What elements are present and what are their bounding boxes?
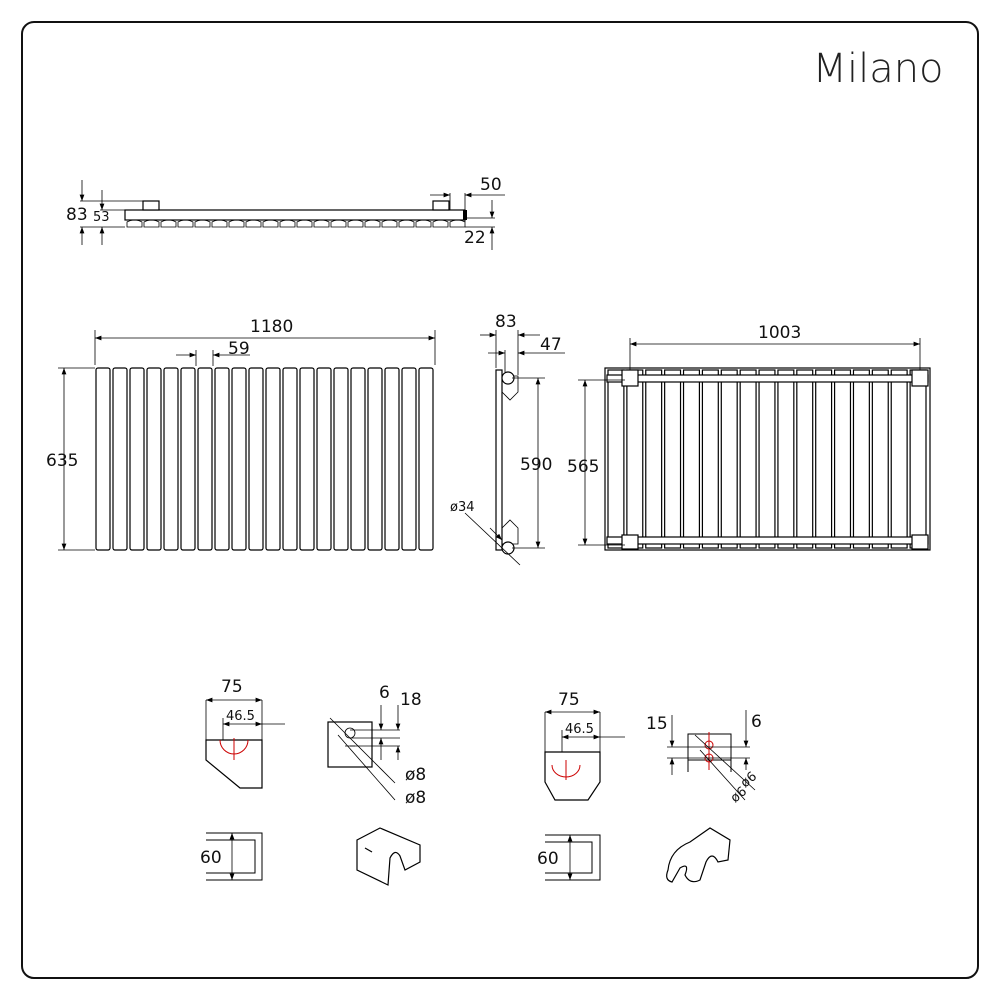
back-bracket-top-left bbox=[621, 369, 639, 387]
front-tube bbox=[129, 367, 145, 551]
dim-a-6: 6 bbox=[379, 683, 390, 703]
back-bracket-top-right bbox=[911, 369, 929, 387]
dim-a-60: 60 bbox=[200, 848, 222, 868]
dim-a-hole-1: ø8 bbox=[405, 765, 426, 785]
top-fin bbox=[398, 219, 415, 228]
back-tube bbox=[796, 369, 814, 549]
back-tube bbox=[833, 369, 852, 549]
front-tube bbox=[316, 367, 332, 551]
back-tube bbox=[815, 369, 833, 549]
back-tube bbox=[909, 369, 927, 549]
front-tube bbox=[112, 367, 128, 551]
dim-b-15: 15 bbox=[646, 714, 668, 734]
top-fin bbox=[313, 219, 330, 228]
back-tube bbox=[890, 369, 908, 549]
back-tube bbox=[739, 369, 757, 549]
back-tube bbox=[645, 369, 663, 549]
side-view: 83 47 590 ø34 bbox=[450, 312, 565, 566]
top-fin bbox=[194, 219, 211, 228]
dim-b-75: 75 bbox=[558, 690, 580, 710]
front-tube bbox=[231, 367, 247, 551]
front-tube bbox=[146, 367, 162, 551]
top-fin bbox=[415, 219, 432, 228]
back-tube bbox=[664, 369, 682, 549]
dim-side-47: 47 bbox=[540, 335, 562, 355]
dim-b-60: 60 bbox=[537, 849, 559, 869]
dim-b-6: 6 bbox=[751, 712, 762, 732]
back-bracket-bottom-left bbox=[621, 534, 639, 550]
top-fin bbox=[228, 219, 245, 228]
top-fin bbox=[432, 219, 449, 228]
top-fin bbox=[330, 219, 347, 228]
dim-side-83: 83 bbox=[495, 312, 517, 332]
top-fin bbox=[364, 219, 381, 228]
front-tube bbox=[367, 367, 383, 551]
bracket-b-hook-icon bbox=[666, 827, 731, 883]
dim-front-59: 59 bbox=[228, 339, 250, 359]
back-tube bbox=[852, 369, 870, 549]
top-panel-bar bbox=[124, 209, 466, 221]
dim-back-1003: 1003 bbox=[758, 323, 801, 343]
bracket-a-3d-icon bbox=[356, 827, 421, 886]
top-fin bbox=[177, 219, 194, 228]
back-tube bbox=[682, 369, 701, 549]
top-fin bbox=[279, 219, 296, 228]
front-tube bbox=[265, 367, 281, 551]
back-view: 1003 565 bbox=[567, 323, 931, 551]
dim-a-18: 18 bbox=[400, 690, 422, 710]
front-tube bbox=[418, 367, 434, 551]
dim-side-pipe-diameter: ø34 bbox=[450, 500, 475, 515]
top-fin bbox=[381, 219, 398, 228]
top-fin bbox=[160, 219, 177, 228]
dim-top-53: 53 bbox=[93, 210, 110, 225]
top-fin bbox=[347, 219, 364, 228]
front-tube bbox=[163, 367, 179, 551]
brand-title: Milano bbox=[812, 46, 943, 92]
back-tube bbox=[720, 369, 738, 549]
front-view: 1180 59 635 bbox=[46, 317, 436, 551]
front-tube bbox=[333, 367, 349, 551]
top-bracket-right bbox=[432, 200, 450, 211]
front-tube bbox=[95, 367, 111, 551]
top-fin bbox=[245, 219, 262, 228]
back-tube bbox=[701, 369, 719, 549]
back-tube bbox=[607, 369, 625, 549]
dim-top-22: 22 bbox=[464, 228, 486, 248]
top-fin bbox=[211, 219, 228, 228]
front-tube bbox=[384, 367, 400, 551]
bracket-a: 75 46.5 6 18 ø8 ø8 60 bbox=[200, 677, 426, 886]
top-view: 83 53 50 22 bbox=[66, 175, 505, 250]
front-tube bbox=[401, 367, 417, 551]
top-fin bbox=[143, 219, 160, 228]
dim-back-565: 565 bbox=[567, 457, 599, 477]
dim-front-635: 635 bbox=[46, 451, 78, 471]
dim-a-46-5: 46.5 bbox=[226, 709, 255, 724]
top-fin bbox=[126, 219, 143, 228]
back-bracket-bottom-right bbox=[911, 534, 929, 550]
front-tubes bbox=[95, 367, 434, 551]
dim-side-590: 590 bbox=[520, 455, 552, 475]
front-tube bbox=[180, 367, 196, 551]
top-fin bbox=[262, 219, 279, 228]
front-tube bbox=[248, 367, 264, 551]
front-tube bbox=[299, 367, 315, 551]
front-tube bbox=[214, 367, 230, 551]
back-tube bbox=[626, 369, 644, 549]
back-tube bbox=[871, 369, 889, 549]
dim-a-hole-2: ø8 bbox=[405, 788, 426, 808]
dim-front-1180: 1180 bbox=[250, 317, 293, 337]
front-tube bbox=[282, 367, 298, 551]
dim-top-50: 50 bbox=[480, 175, 502, 195]
back-tube bbox=[777, 369, 795, 549]
top-bracket-left bbox=[142, 200, 160, 211]
front-tube bbox=[350, 367, 366, 551]
dim-a-75: 75 bbox=[221, 677, 243, 697]
back-tubes bbox=[607, 369, 927, 549]
bracket-b: 75 46.5 15 6 ø6 ø6 60 bbox=[537, 690, 762, 883]
top-fin bbox=[296, 219, 313, 228]
dim-b-46-5: 46.5 bbox=[565, 722, 594, 737]
dim-top-83: 83 bbox=[66, 205, 88, 225]
back-tube bbox=[758, 369, 776, 549]
front-tube bbox=[197, 367, 213, 551]
